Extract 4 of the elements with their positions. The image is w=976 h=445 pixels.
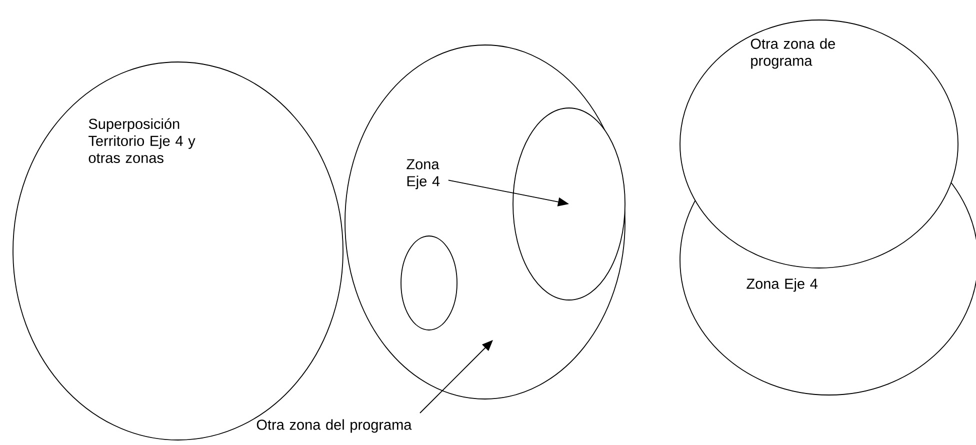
region-ellipse [400, 236, 458, 330]
text-label: Zona Eje 4 [406, 159, 440, 190]
arrow [420, 340, 493, 414]
region-ellipse [512, 108, 626, 300]
